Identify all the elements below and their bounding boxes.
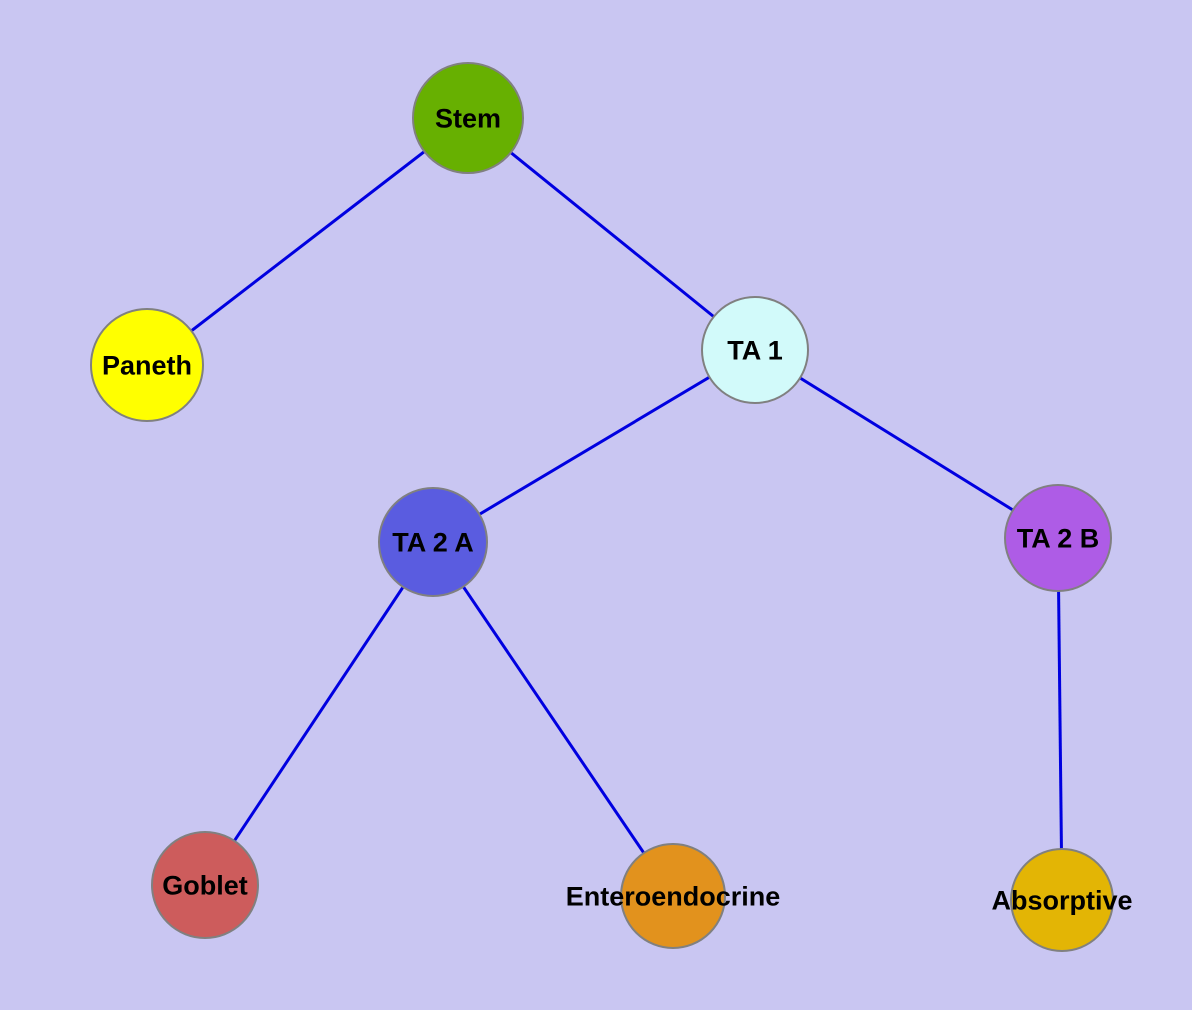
edge-ta1-ta2a — [432, 348, 756, 544]
node-paneth[interactable] — [90, 308, 204, 422]
node-label-paneth: Paneth — [102, 350, 192, 380]
node-label-enteroendocrine: Enteroendocrine — [566, 881, 781, 911]
node-label-goblet: Goblet — [162, 870, 248, 900]
node-ta2a[interactable] — [378, 487, 488, 597]
node-ta1[interactable] — [701, 296, 809, 404]
node-label-ta1: TA 1 — [727, 335, 783, 365]
node-label-ta2a: TA 2 A — [392, 527, 474, 557]
node-label-absorptive: Absorptive — [991, 885, 1132, 915]
edge-ta2a-goblet — [203, 541, 435, 886]
node-absorptive[interactable] — [1010, 848, 1114, 952]
edge-stem-paneth — [146, 116, 469, 367]
node-enteroendocrine[interactable] — [620, 843, 726, 949]
node-stem[interactable] — [412, 62, 524, 174]
node-label-ta2b: TA 2 B — [1017, 523, 1100, 553]
node-label-stem: Stem — [435, 103, 501, 133]
node-ta2b[interactable] — [1004, 484, 1112, 592]
edge-ta2b-absorptive — [1056, 537, 1064, 901]
node-goblet[interactable] — [151, 831, 259, 939]
edge-stem-ta1 — [467, 116, 756, 352]
edge-ta1-ta2b — [754, 348, 1059, 540]
edge-ta2a-enteroendocrine — [431, 541, 675, 897]
